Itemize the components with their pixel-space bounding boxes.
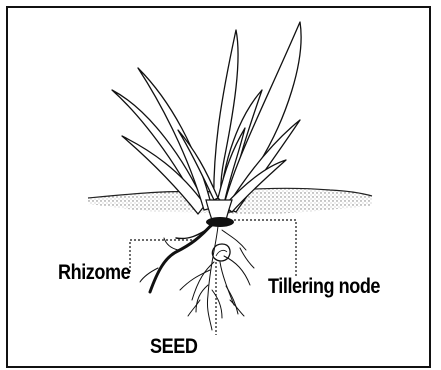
tillering-node-leader bbox=[234, 220, 296, 278]
leaves bbox=[112, 22, 301, 214]
label-tillering-node: Tillering node bbox=[268, 276, 380, 297]
rhizome bbox=[140, 222, 214, 292]
stem-base bbox=[206, 200, 234, 227]
label-seed: SEED bbox=[150, 336, 197, 357]
label-rhizome: Rhizome bbox=[58, 262, 130, 283]
